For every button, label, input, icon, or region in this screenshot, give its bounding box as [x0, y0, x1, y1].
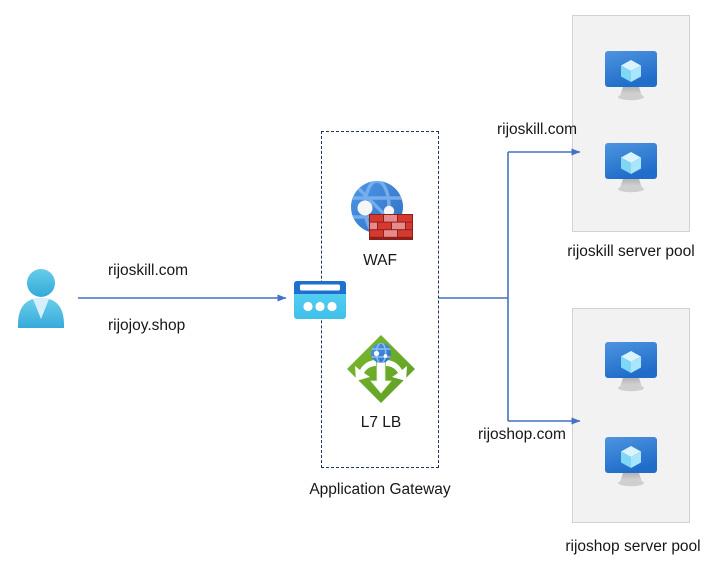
- user-icon: [14, 267, 68, 329]
- application-gateway-label: Application Gateway: [309, 481, 451, 498]
- route-label-rijoshop: rijoshop.com: [478, 426, 566, 443]
- application-gateway-icon: [294, 281, 346, 319]
- virtual-machine-icon: [602, 46, 660, 104]
- request-label-secondary: rijojoy.shop: [108, 317, 186, 334]
- load-balancer-label: L7 LB: [360, 414, 402, 431]
- server-pool-label-rijoskill: rijoskill server pool: [567, 243, 695, 260]
- virtual-machine-icon: [602, 432, 660, 490]
- route-label-rijoskill: rijoskill.com: [497, 121, 578, 138]
- server-pool-label-rijoshop: rijoshop server pool: [565, 538, 701, 555]
- load-balancer-icon: [345, 333, 417, 405]
- virtual-machine-icon: [602, 337, 660, 395]
- request-label-primary: rijoskill.com: [108, 262, 189, 279]
- virtual-machine-icon: [602, 138, 660, 196]
- waf-icon: [348, 178, 414, 244]
- waf-label: WAF: [363, 252, 397, 269]
